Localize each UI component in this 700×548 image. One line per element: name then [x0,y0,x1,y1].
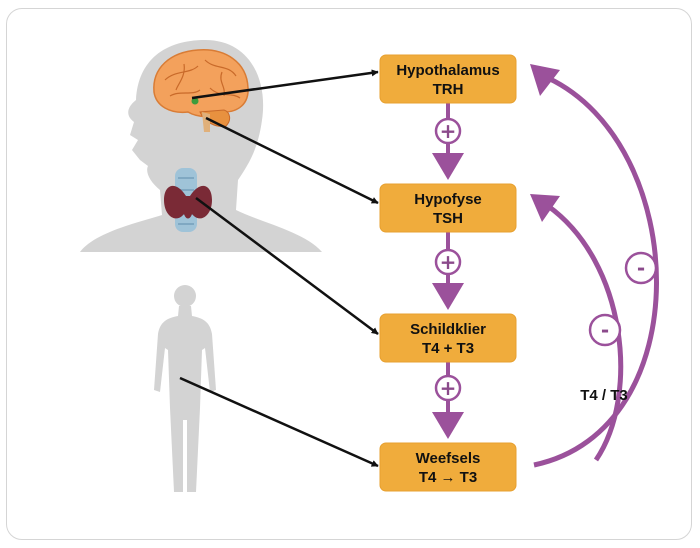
arrow-body-to-weefsels [179,376,379,468]
stim-sign-2: + [440,250,457,274]
node-hypothalamus: Hypothalamus TRH [379,54,517,104]
anatomy-arrows [179,69,379,468]
node-hypofyse: Hypofyse TSH [379,183,517,233]
feedback-inner-sign: - [588,313,622,347]
feedback-inner-arrowhead [530,194,560,222]
node-hypofyse-hormone: TSH [433,210,463,227]
node-weefsels-title: Weefsels [416,450,481,467]
feedback-outer-curve [533,75,659,468]
node-schildklier-hormone: T4 + T3 [422,340,474,357]
body-icon [154,285,216,492]
feedback-outer-arrowhead [530,64,560,96]
stim-arrow-2: + [432,232,464,310]
node-weefsels: Weefsels T4 → T3 [379,442,517,492]
brain-icon [153,49,249,132]
node-hypothalamus-title: Hypothalamus [396,62,499,79]
node-weefsels-hormone: T4 → T3 [419,469,477,486]
arrow-brain-to-hypothalamus [191,69,379,100]
node-hypothalamus-hormone: TRH [433,81,464,98]
head-icon [80,40,322,252]
node-schildklier-title: Schildklier [410,321,486,338]
arrow-pituitary-to-hypofyse [205,116,379,205]
feedback-label: T4 / T3 [580,387,628,404]
node-schildklier: Schildklier T4 + T3 [379,313,517,363]
feedback-outer-sign: - [624,251,658,285]
thyroid-icon [164,168,212,232]
svg-text:-: - [637,256,645,280]
stim-sign-1: + [440,119,457,143]
node-hypofyse-title: Hypofyse [414,191,482,208]
stimulation-arrows: + + + [432,103,464,439]
stim-sign-3: + [440,376,457,400]
stim-arrow-3: + [432,362,464,439]
arrow-thyroid-to-schildklier [195,196,379,336]
svg-text:-: - [601,318,609,342]
stim-arrow-1: + [432,103,464,180]
